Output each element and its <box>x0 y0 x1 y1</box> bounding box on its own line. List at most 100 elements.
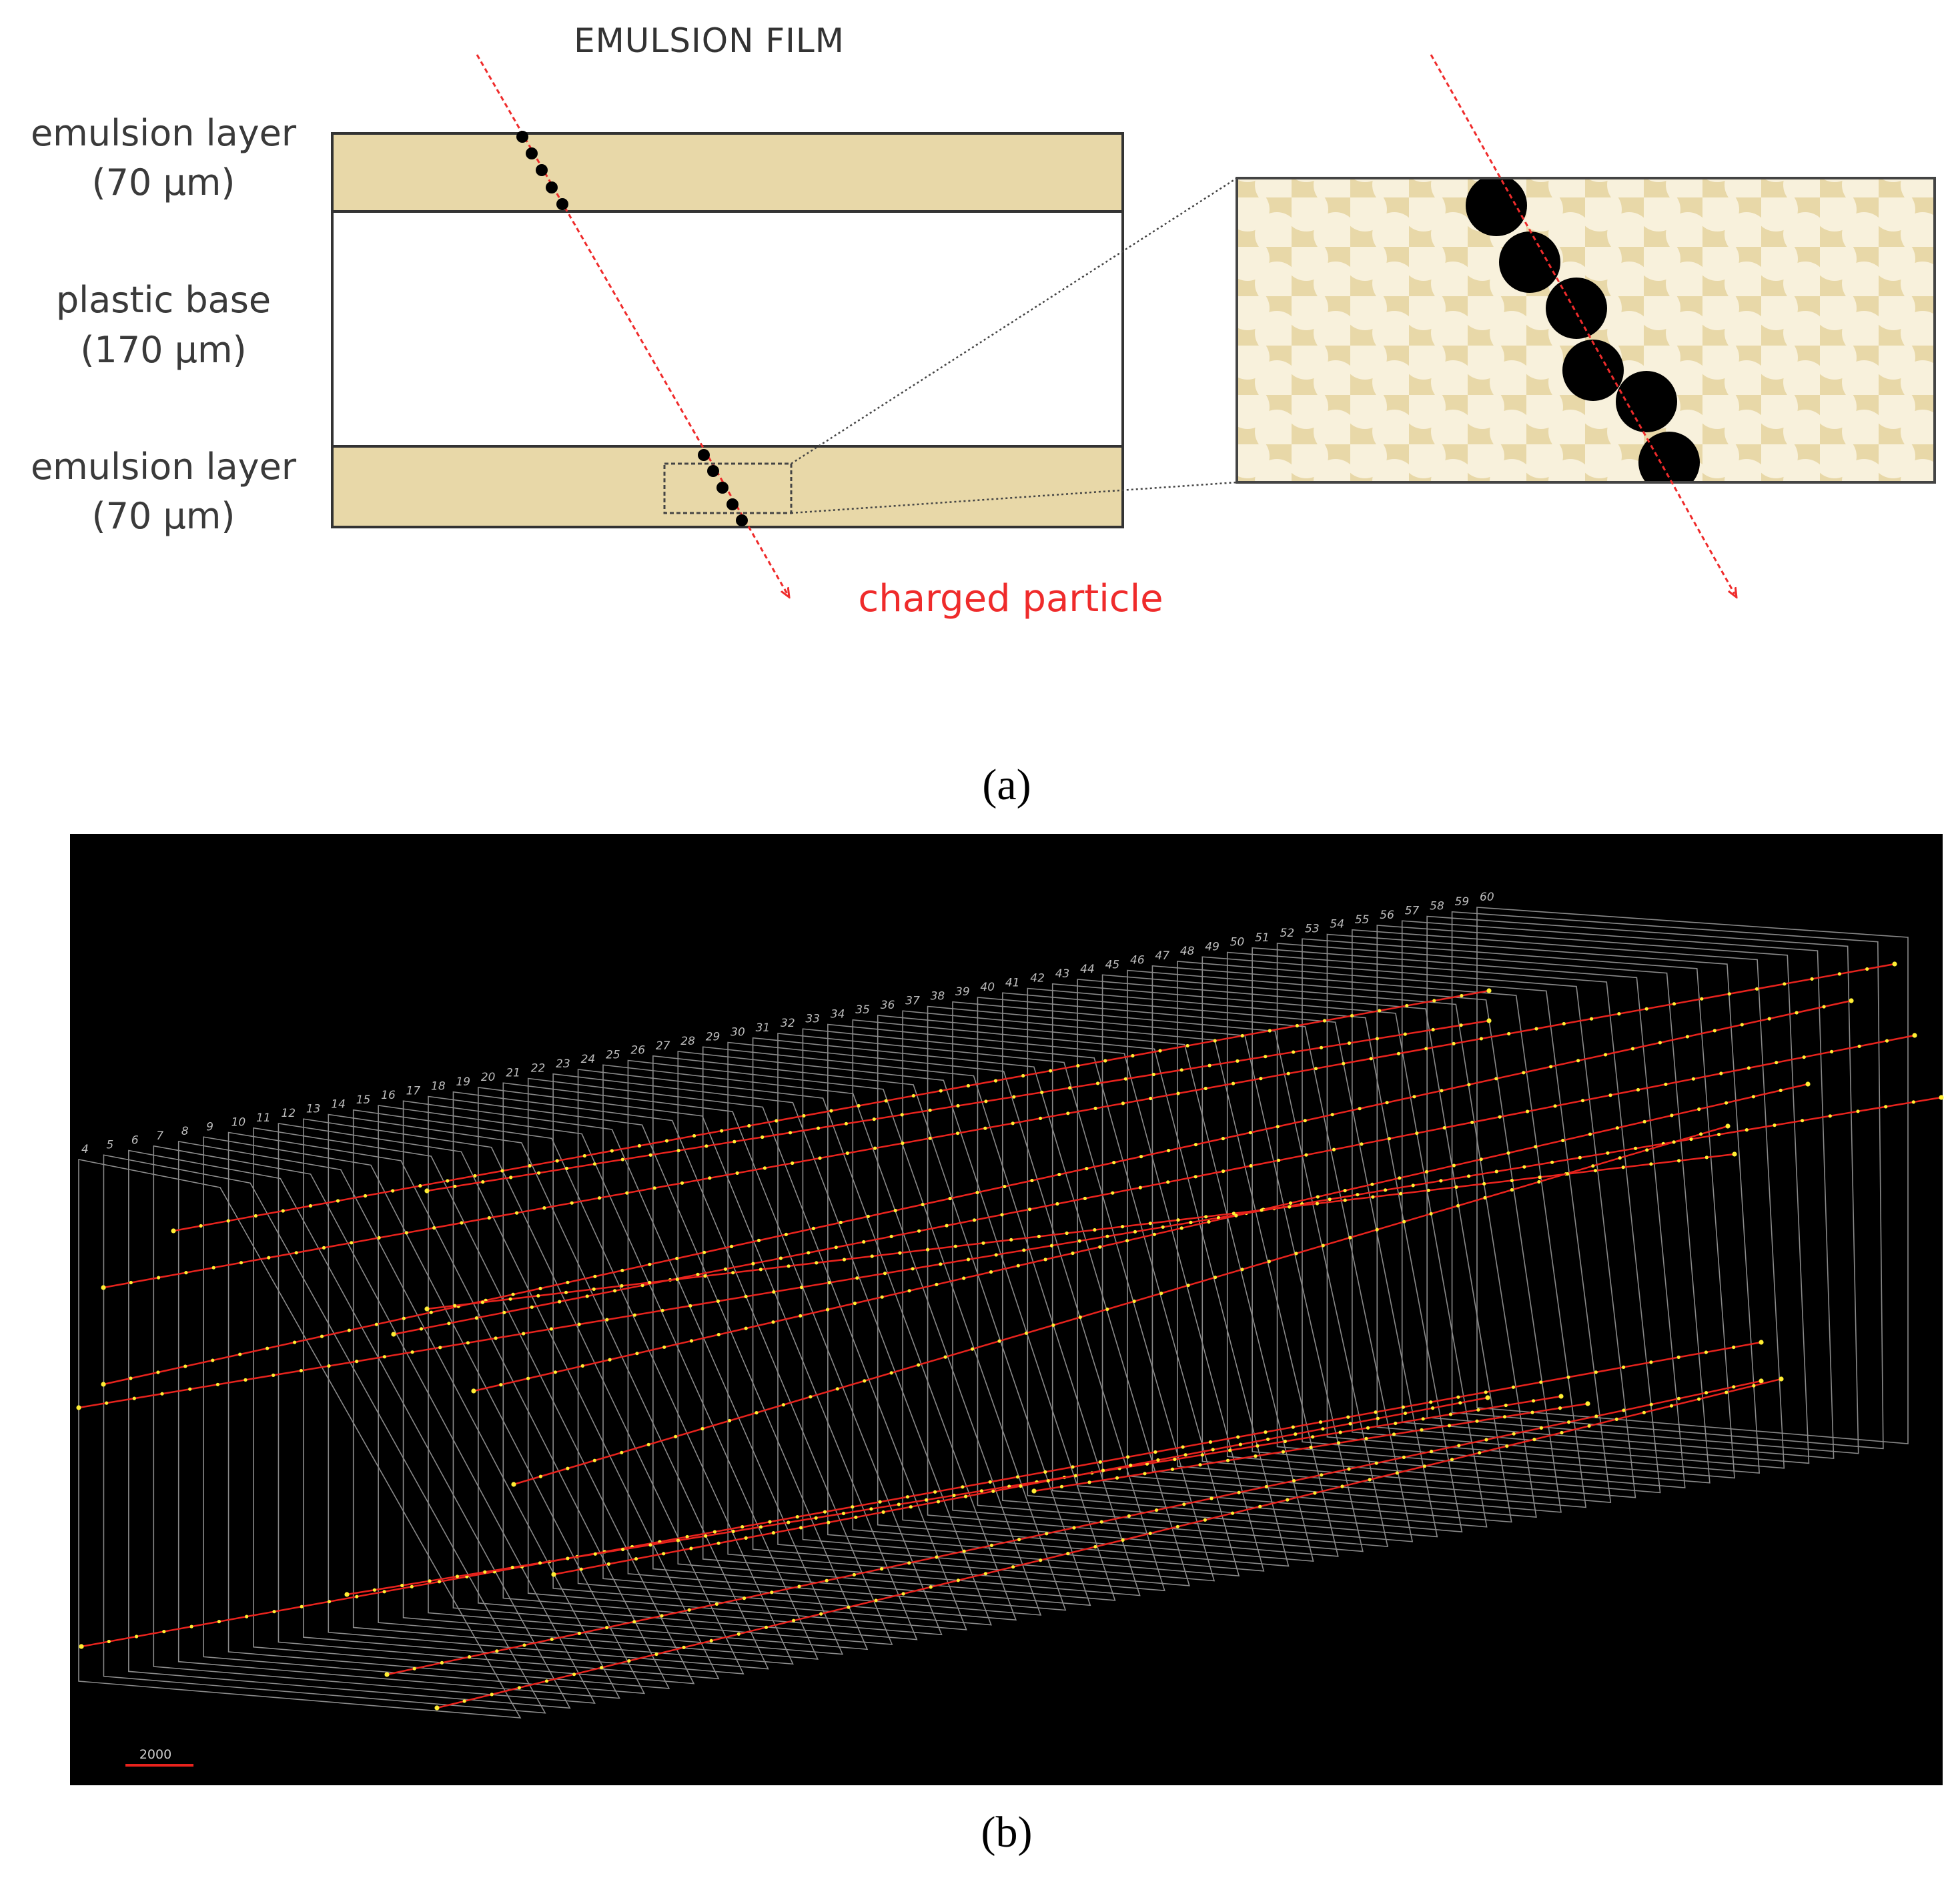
particle-track-line <box>103 963 1895 1289</box>
track-hit <box>897 1502 901 1506</box>
track-hit <box>1183 1453 1187 1457</box>
track-hit <box>1309 1445 1313 1450</box>
track-hit <box>580 1364 584 1368</box>
track-hit <box>322 1246 326 1250</box>
track-hit <box>481 1180 485 1184</box>
track-hit <box>254 1214 258 1218</box>
track-hit <box>1155 1508 1159 1512</box>
plate-number: 10 <box>231 1116 246 1129</box>
track-hit <box>424 1306 430 1312</box>
track-hit <box>761 1135 765 1139</box>
track-hit <box>984 1099 988 1103</box>
track-hit <box>101 1382 106 1387</box>
track-hit <box>1828 1114 1832 1118</box>
track-hit <box>1539 1380 1543 1384</box>
track-hit <box>1068 1086 1072 1090</box>
track-hit <box>1476 1408 1480 1412</box>
track-hit <box>308 1204 312 1208</box>
track-hit <box>939 1262 943 1266</box>
track-hit <box>1016 1264 1020 1268</box>
track-hit <box>1522 1071 1526 1075</box>
track-hit <box>1318 1420 1323 1424</box>
track-hit <box>675 1256 679 1260</box>
track-hit <box>1752 1384 1756 1388</box>
track-hit <box>1483 1196 1487 1200</box>
track-hit <box>1342 1061 1346 1065</box>
track-hit <box>468 1655 472 1659</box>
track-hit <box>955 1131 960 1135</box>
track-hit <box>572 1673 576 1677</box>
track-hit <box>1295 1023 1299 1028</box>
track-hit <box>1072 1526 1076 1530</box>
plate-outline <box>827 1023 1265 1572</box>
track-hit <box>1185 1043 1189 1048</box>
track-hit <box>551 1572 556 1577</box>
track-hit <box>215 1382 219 1386</box>
track-hit <box>1276 1125 1280 1129</box>
track-hit <box>709 1638 713 1642</box>
track-hit <box>1316 1195 1320 1199</box>
track-hit <box>1747 1066 1751 1070</box>
track-hit <box>1727 992 1731 996</box>
track-hit <box>917 1363 921 1367</box>
plate-number: 42 <box>1030 972 1045 985</box>
track-hit <box>1152 1232 1156 1236</box>
track-hit <box>1371 1195 1375 1199</box>
track-hit <box>1347 1041 1352 1045</box>
track-hit <box>1111 1191 1115 1195</box>
track-hit <box>555 1159 559 1163</box>
track-hit <box>1411 1184 1415 1188</box>
track-hit <box>917 1229 921 1233</box>
plate-outline <box>303 1118 745 1675</box>
track-hit <box>542 1206 546 1210</box>
track-hit <box>1755 987 1759 991</box>
track-hit <box>404 1231 409 1235</box>
track-hit <box>1717 1132 1721 1137</box>
track-hit <box>1232 1212 1236 1216</box>
track-hit <box>1105 1307 1109 1312</box>
track-hit <box>1320 1473 1324 1477</box>
track-hit <box>1884 1105 1888 1109</box>
track-hit <box>1019 1484 1023 1488</box>
track-hit <box>712 1530 716 1534</box>
track-hit <box>474 1316 479 1320</box>
track-hit <box>1112 1161 1116 1165</box>
track-hit <box>480 1300 485 1304</box>
track-hit <box>1676 1396 1680 1400</box>
track-hit <box>1526 1109 1530 1113</box>
track-hit <box>1376 1416 1380 1420</box>
track-hit <box>1830 1049 1834 1053</box>
track-hit <box>1634 1146 1638 1150</box>
track-hit <box>935 1555 939 1559</box>
track-hit <box>1452 1041 1456 1045</box>
track-hit <box>851 1505 855 1509</box>
track-hit <box>1374 1410 1378 1414</box>
track-hit <box>553 1370 558 1374</box>
track-hit <box>1189 1220 1193 1224</box>
plate-outline <box>602 1064 1042 1616</box>
track-hit <box>1017 1538 1021 1542</box>
track-hit <box>993 1079 998 1083</box>
track-hit <box>634 1557 638 1561</box>
track-hit <box>787 1520 791 1524</box>
track-hit <box>646 1442 650 1446</box>
track-hit <box>1618 1156 1622 1160</box>
plate-outline <box>128 1149 571 1709</box>
track-hit <box>1532 1438 1536 1442</box>
track-hit <box>909 1505 913 1509</box>
particle-track-line <box>513 1125 1729 1486</box>
track-hit <box>1553 1104 1557 1108</box>
track-hit <box>1231 1511 1235 1515</box>
plate-outline <box>752 1037 1190 1586</box>
plate-outline <box>1376 925 1810 1464</box>
plate-outline <box>1127 969 1562 1513</box>
track-hit <box>1207 1220 1211 1224</box>
track-hit <box>1364 1436 1368 1440</box>
track-hit <box>1617 1012 1621 1016</box>
track-hit <box>1209 1496 1213 1500</box>
track-hit <box>610 1149 614 1153</box>
track-hit <box>637 1143 642 1148</box>
track-hit <box>700 1426 704 1431</box>
track-hit <box>1046 1479 1050 1483</box>
track-hit <box>1268 1029 1272 1033</box>
